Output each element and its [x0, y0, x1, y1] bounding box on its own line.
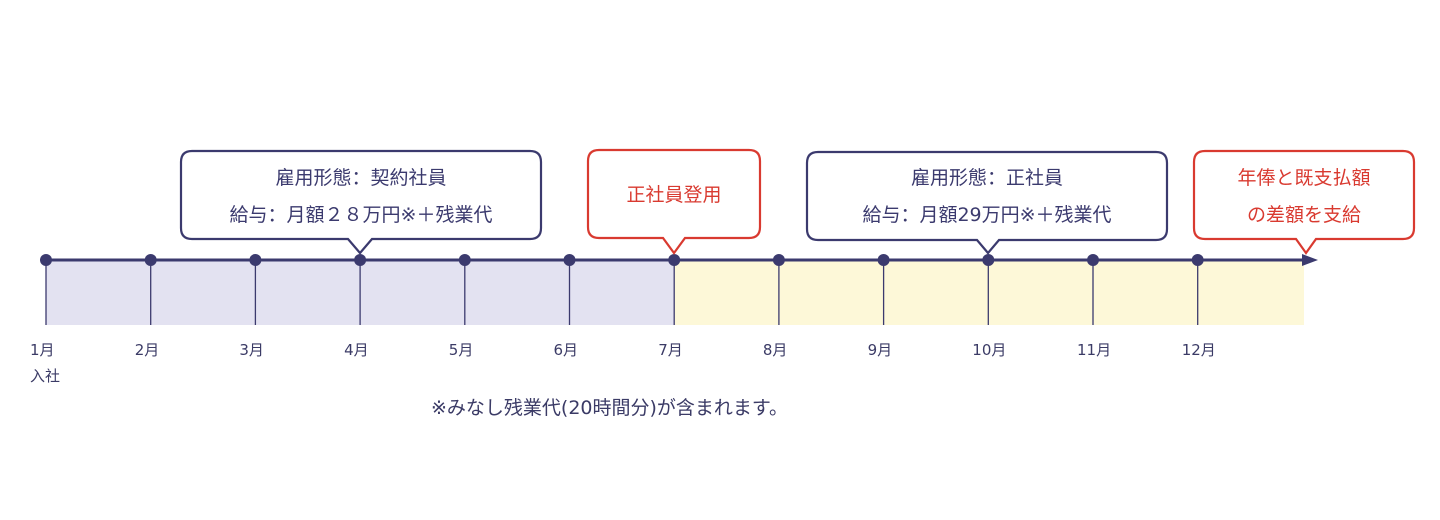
month-label: 4月 [344, 341, 369, 359]
callout-settlement-line2: の差額を支給 [1247, 204, 1361, 226]
callout-promotion-line1: 正社員登用 [626, 184, 721, 206]
month-dot [354, 254, 367, 266]
timeline-arrowhead-icon [1302, 254, 1318, 266]
month-dot [249, 254, 262, 266]
month-dot [1191, 254, 1204, 266]
callout-contract-bubble [179, 149, 543, 255]
callout-contract: 雇用形態：契約社員 給与：月額２８万円※＋残業代 [179, 149, 543, 255]
month-dot [982, 254, 995, 266]
month-label: 2月 [135, 341, 160, 359]
callout-settlement-bubble [1192, 149, 1416, 255]
join-label: 入社 [30, 367, 60, 385]
callout-regular-line1: 雇用形態：正社員 [911, 167, 1063, 189]
callout-promotion-bubble [586, 148, 762, 255]
month-dot [144, 254, 157, 266]
month-label: 11月 [1077, 341, 1111, 359]
month-label: 3月 [239, 341, 264, 359]
footnote: ※みなし残業代(20時間分)が含まれます。 [431, 397, 788, 419]
callout-regular-bubble [805, 150, 1169, 255]
month-dot [458, 254, 471, 266]
callout-settlement: 年俸と既支払額 の差額を支給 [1192, 149, 1416, 255]
month-label: 1月 [30, 341, 55, 359]
month-ticks [45, 260, 1199, 325]
callout-regular-line2: 給与：月額29万円※＋残業代 [862, 204, 1111, 226]
month-dot [668, 254, 681, 266]
callout-regular: 雇用形態：正社員 給与：月額29万円※＋残業代 [805, 150, 1169, 255]
month-label: 8月 [763, 341, 788, 359]
callout-settlement-line1: 年俸と既支払額 [1237, 167, 1370, 189]
callout-contract-line2: 給与：月額２８万円※＋残業代 [230, 204, 493, 226]
month-dot [563, 254, 576, 266]
callout-promotion: 正社員登用 [586, 148, 762, 255]
month-label: 12月 [1182, 341, 1216, 359]
month-label: 6月 [554, 341, 579, 359]
month-dot [1087, 254, 1099, 266]
month-dot [40, 254, 52, 266]
month-label: 7月 [658, 341, 683, 359]
month-label: 5月 [449, 341, 474, 359]
month-label: 10月 [972, 341, 1006, 359]
regular-period-band [674, 260, 1304, 325]
month-dot [877, 254, 890, 266]
month-dots [40, 254, 1204, 266]
month-labels: 1月 2月 3月 4月 5月 6月 7月 8月 9月 10月 11月 12月 [30, 341, 1216, 359]
month-dot [772, 254, 785, 266]
month-label: 9月 [868, 341, 893, 359]
callout-contract-line1: 雇用形態：契約社員 [275, 167, 446, 189]
